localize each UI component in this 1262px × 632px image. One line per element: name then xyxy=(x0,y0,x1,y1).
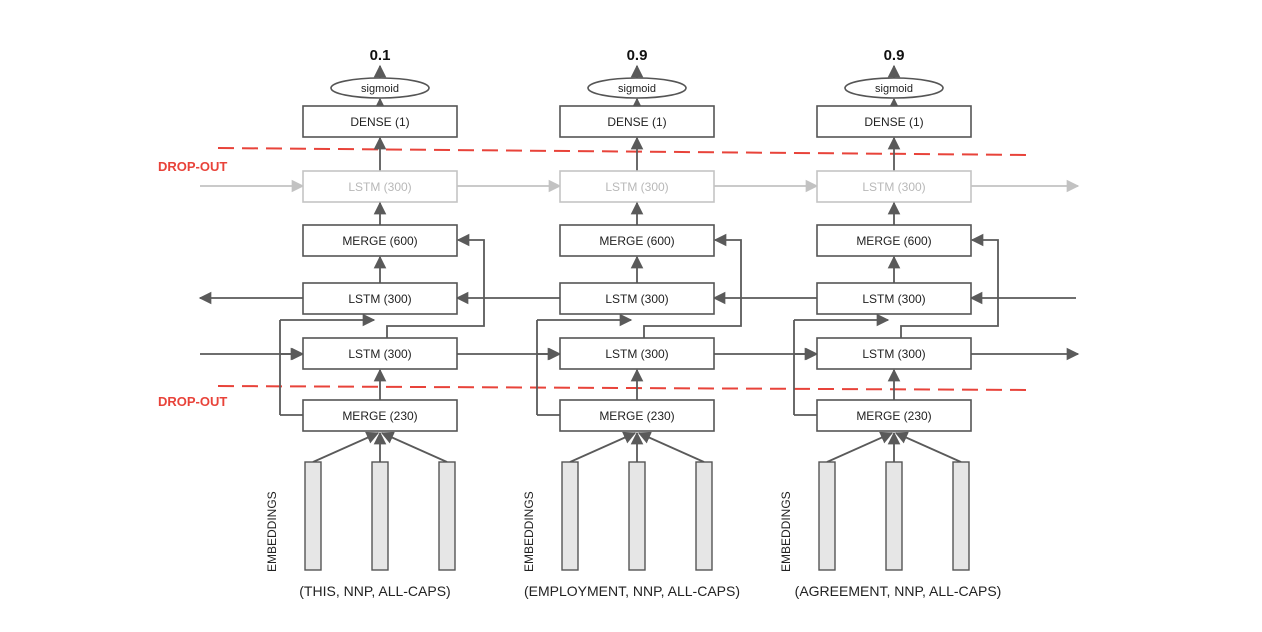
output-value: 0.9 xyxy=(627,47,648,64)
embeddings-label: EMBEDDINGS xyxy=(522,491,536,572)
lstm-forward-layer-label: LSTM (300) xyxy=(862,347,925,361)
embedding-vector-2 xyxy=(885,461,903,571)
embedding-vector-1 xyxy=(561,461,579,571)
token-features-label: (THIS, NNP, ALL-CAPS) xyxy=(299,583,450,599)
embedding-vector-1 xyxy=(304,461,322,571)
sigmoid-label: sigmoid xyxy=(618,83,656,95)
lstm-backward-layer xyxy=(559,282,715,315)
token-features-label: (EMPLOYMENT, NNP, ALL-CAPS) xyxy=(524,583,740,599)
embedding-vector-2 xyxy=(628,461,646,571)
merge-bottom-layer-label: MERGE (230) xyxy=(856,409,931,423)
merge-bottom-layer xyxy=(816,399,972,432)
lstm-top-layer xyxy=(559,170,715,203)
dropout-label-top: DROP-OUT xyxy=(158,159,227,174)
embeddings-label: EMBEDDINGS xyxy=(265,491,279,572)
lstm-backward-layer xyxy=(816,282,972,315)
embedding-1-to-merge-arrow xyxy=(569,431,637,463)
lstm-top-layer-label: LSTM (300) xyxy=(605,180,668,194)
embedding-vector-3 xyxy=(438,461,456,571)
lstm-backward-layer-label: LSTM (300) xyxy=(862,292,925,306)
column-1: 0.1 sigmoid DENSE (1) LSTM (300) MERGE (… xyxy=(265,47,485,599)
lstm-forward-to-merge-top-arrow xyxy=(643,233,742,338)
output-value: 0.1 xyxy=(370,47,391,64)
dropout-line-bottom xyxy=(217,385,1031,391)
merge-top-layer xyxy=(302,224,458,257)
merge-top-layer xyxy=(559,224,715,257)
lstm-forward-to-merge-top-arrow xyxy=(386,233,485,338)
lstm-forward-layer-label: LSTM (300) xyxy=(348,347,411,361)
embedding-3-to-merge-arrow xyxy=(380,431,448,463)
embedding-vector-1 xyxy=(818,461,836,571)
lstm-top-layer xyxy=(302,170,458,203)
dense-layer-label: DENSE (1) xyxy=(864,115,923,129)
merge-bottom-layer-label: MERGE (230) xyxy=(599,409,674,423)
lstm-forward-layer-label: LSTM (300) xyxy=(605,347,668,361)
merge-bottom-layer xyxy=(302,399,458,432)
sigmoid-label: sigmoid xyxy=(875,83,913,95)
dropout-label-bottom: DROP-OUT xyxy=(158,394,227,409)
lstm-backward-layer-label: LSTM (300) xyxy=(348,292,411,306)
embedding-vector-3 xyxy=(952,461,970,571)
merge-bottom-layer xyxy=(559,399,715,432)
embedding-vector-3 xyxy=(695,461,713,571)
merge-top-layer xyxy=(816,224,972,257)
sigmoid-label: sigmoid xyxy=(361,83,399,95)
embedding-1-to-merge-arrow xyxy=(826,431,894,463)
embedding-3-to-merge-arrow xyxy=(637,431,705,463)
lstm-top-layer-label: LSTM (300) xyxy=(862,180,925,194)
embedding-1-to-merge-arrow xyxy=(312,431,380,463)
merge-top-layer-label: MERGE (600) xyxy=(599,234,674,248)
dense-layer-label: DENSE (1) xyxy=(350,115,409,129)
lstm-forward-to-merge-top-arrow xyxy=(900,233,999,338)
embedding-3-to-merge-arrow xyxy=(894,431,962,463)
lstm-backward-layer xyxy=(302,282,458,315)
token-features-label: (AGREEMENT, NNP, ALL-CAPS) xyxy=(795,583,1002,599)
dense-layer-label: DENSE (1) xyxy=(607,115,666,129)
lstm-backward-layer-label: LSTM (300) xyxy=(605,292,668,306)
column-3: 0.9 sigmoid DENSE (1) LSTM (300) MERGE (… xyxy=(779,47,1001,599)
dropout-line-top xyxy=(217,147,1031,156)
column-2: 0.9 sigmoid DENSE (1) LSTM (300) MERGE (… xyxy=(522,47,742,599)
embedding-vector-2 xyxy=(371,461,389,571)
lstm-top-layer-label: LSTM (300) xyxy=(348,180,411,194)
embeddings-label: EMBEDDINGS xyxy=(779,491,793,572)
output-value: 0.9 xyxy=(884,47,905,64)
dense-layer xyxy=(559,105,715,138)
merge-top-layer-label: MERGE (600) xyxy=(342,234,417,248)
merge-top-layer-label: MERGE (600) xyxy=(856,234,931,248)
merge-bottom-layer-label: MERGE (230) xyxy=(342,409,417,423)
